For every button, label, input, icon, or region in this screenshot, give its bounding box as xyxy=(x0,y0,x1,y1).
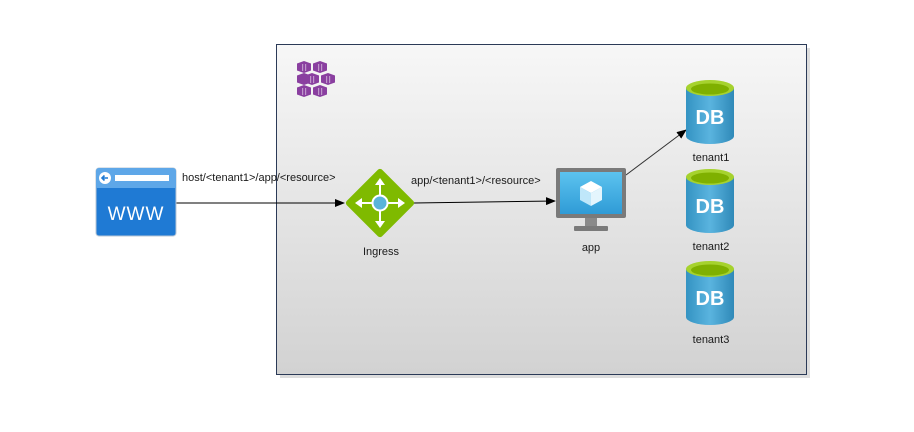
db-tenant1-node: DB xyxy=(686,80,734,144)
app-label: app xyxy=(582,242,600,254)
db-tenant3-label: tenant3 xyxy=(693,334,730,346)
app-vm-node xyxy=(556,168,626,231)
back-arrow-icon xyxy=(99,172,111,184)
db-tenant3-node: DB xyxy=(686,261,734,325)
db-tenant2-text: DB xyxy=(696,196,725,218)
ingress-node xyxy=(345,168,415,238)
edge-label-ingress-to-app: app/<tenant1>/<resource> xyxy=(411,175,541,187)
edge-ingress-to-app xyxy=(413,197,556,206)
ingress-label: Ingress xyxy=(363,246,400,258)
db-tenant2-label: tenant2 xyxy=(693,241,730,253)
edge-app-to-tenant1 xyxy=(625,129,687,176)
www-browser-node: WWW xyxy=(95,167,177,237)
db-tenant3-text: DB xyxy=(696,288,725,310)
db-tenant1-text: DB xyxy=(696,107,725,129)
db-tenant1-label: tenant1 xyxy=(693,152,730,164)
kubernetes-cluster-icon xyxy=(297,61,335,97)
db-tenant2-node: DB xyxy=(686,169,734,233)
www-text: WWW xyxy=(108,204,165,225)
edge-label-www-to-ingress: host/<tenant1>/app/<resource> xyxy=(182,172,336,184)
cube-icon xyxy=(580,181,602,206)
